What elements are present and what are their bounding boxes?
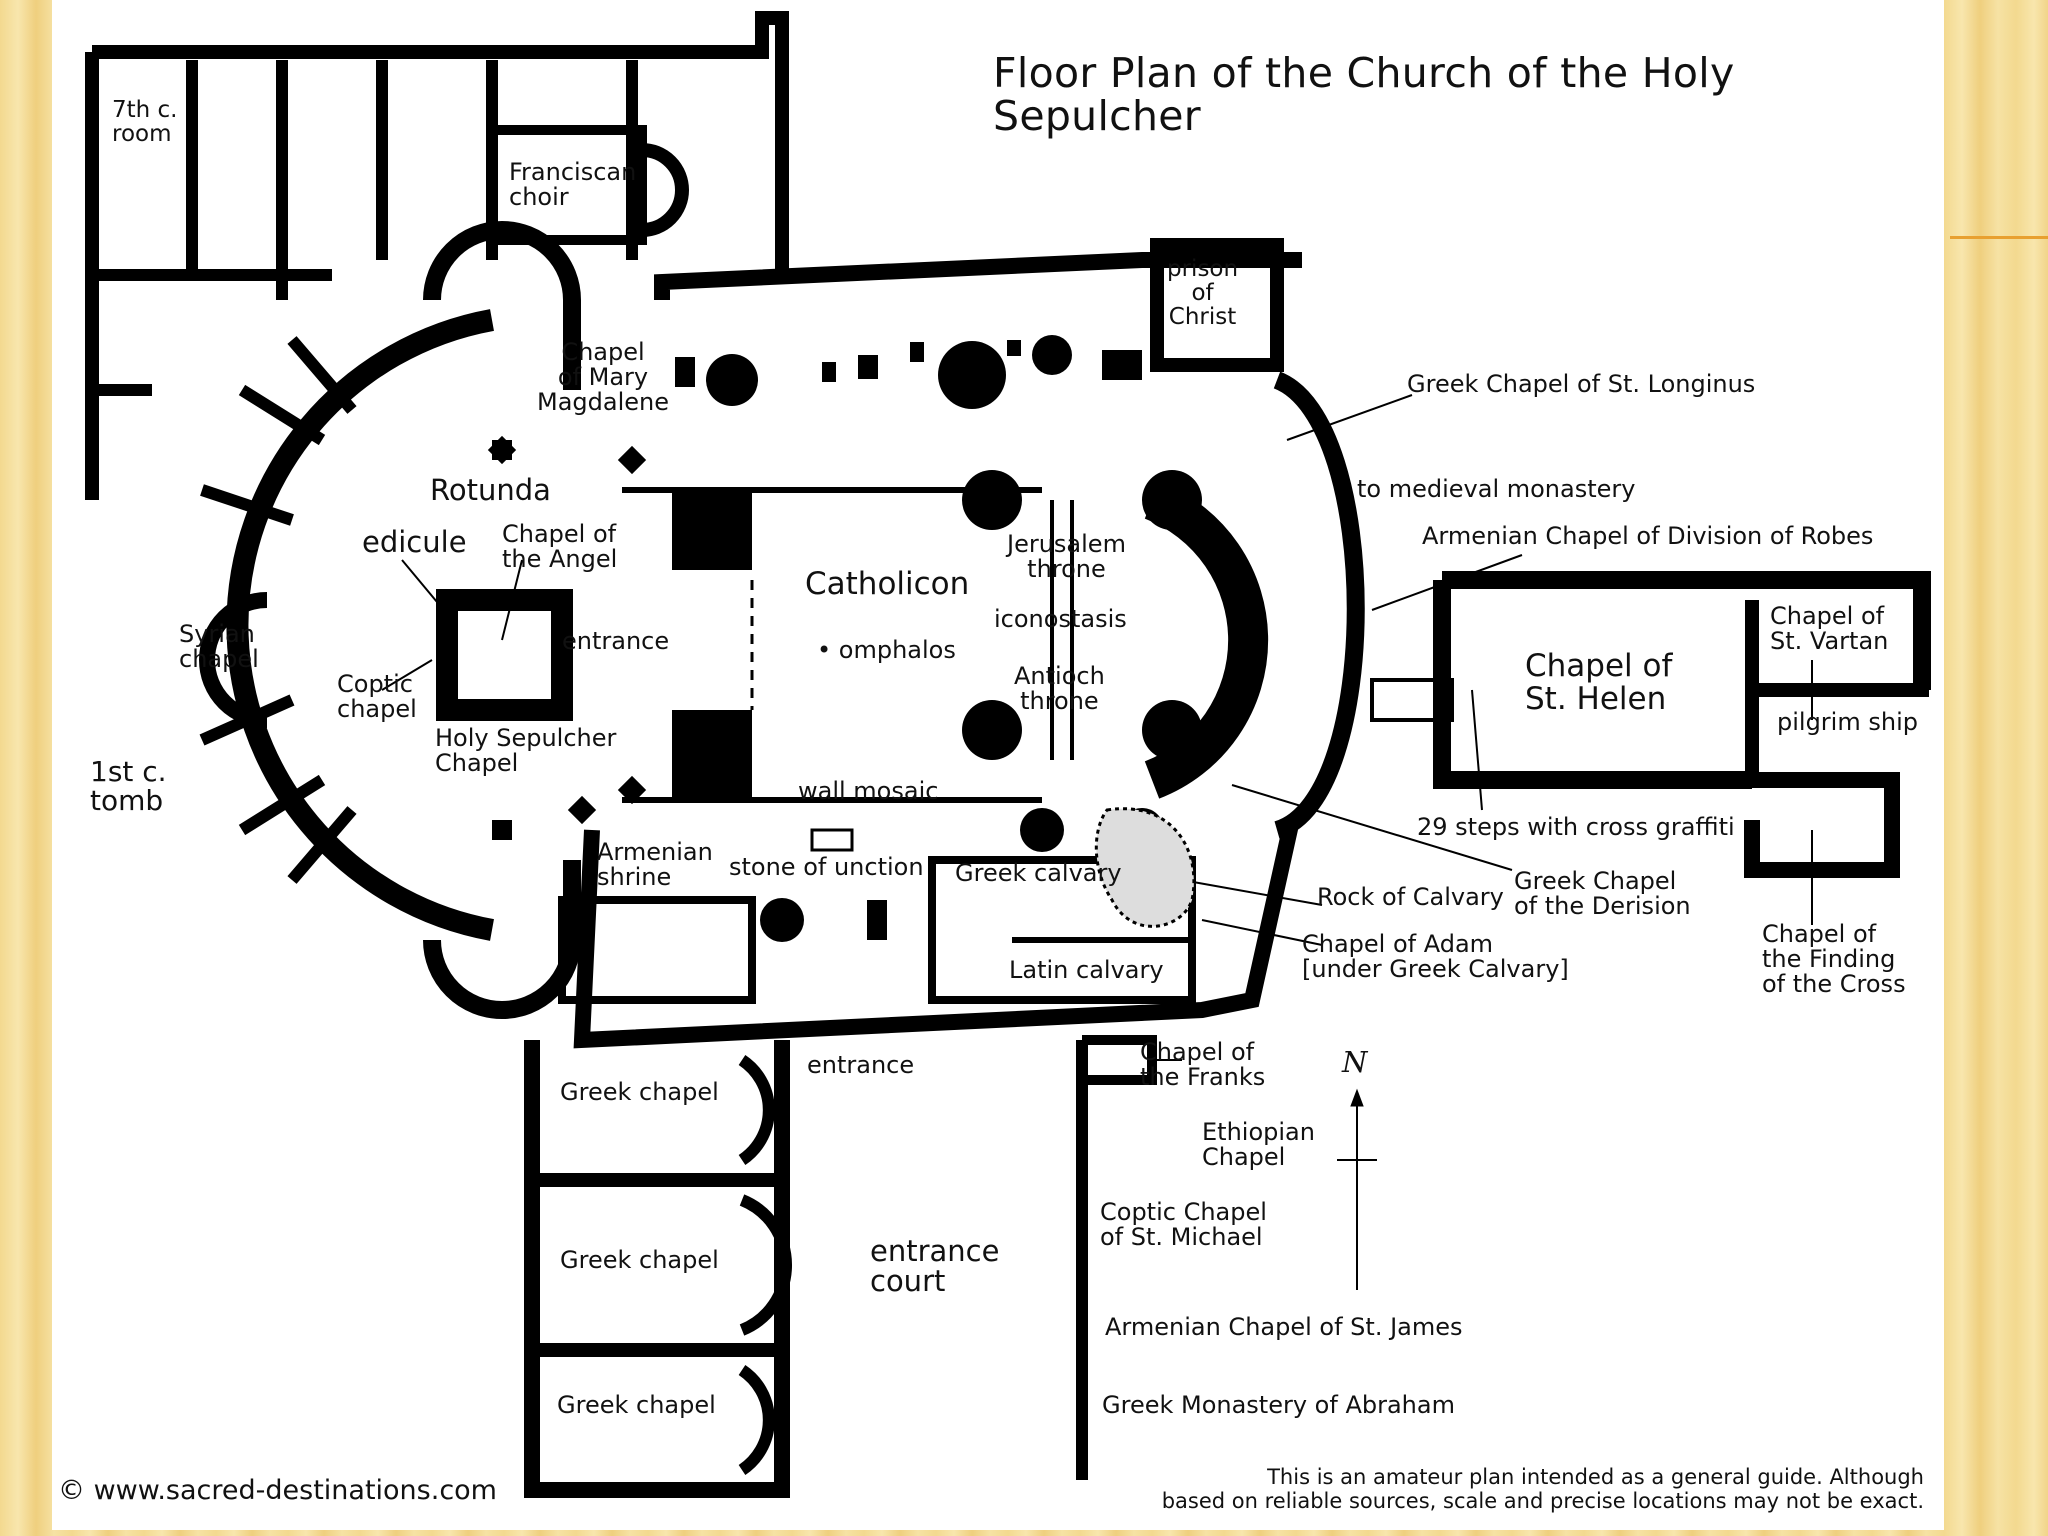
disclaimer-text: This is an amateur plan intended as a ge…: [1161, 1465, 1924, 1514]
rotunda-south-apse: [423, 860, 581, 1019]
label-wall-mosaic: wall mosaic: [798, 777, 939, 805]
label-rotunda: Rotunda: [430, 473, 551, 507]
label-latin-calvary: Latin calvary: [1009, 956, 1164, 984]
label-7th-c-room: 7th c. room: [112, 97, 178, 148]
label-greek-chapel-1: Greek chapel: [560, 1078, 719, 1106]
franciscan-choir-room: [487, 125, 647, 245]
edicule-wall: [436, 589, 573, 721]
latin-calvary-room: [1012, 937, 1195, 1003]
label-pilgrim-ship: pilgrim ship: [1777, 708, 1918, 736]
label-edicule: edicule: [362, 525, 467, 559]
label-29-steps: 29 steps with cross graffiti: [1417, 813, 1735, 841]
label-chapel-finding-cross: Chapel of the Finding of the Cross: [1762, 920, 1906, 999]
label-first-c-tomb: 1st c. tomb: [90, 755, 167, 818]
label-chapel-st-vartan: Chapel of St. Vartan: [1770, 602, 1889, 656]
north-west-block-wall: [92, 11, 789, 280]
label-chapel-st-helen: Chapel of St. Helen: [1525, 648, 1673, 717]
rock-of-calvary-fill: [1094, 807, 1196, 928]
label-chapel-of-franks: Chapel of the Franks: [1140, 1038, 1266, 1092]
slide-accent-rule: [1950, 236, 2048, 239]
label-armenian-shrine: Armenian shrine: [597, 838, 713, 892]
label-iconostasis: iconostasis: [994, 605, 1127, 633]
label-stone-of-unction: stone of unction: [729, 853, 924, 881]
chapel-finding-cross-wall: [1744, 772, 1900, 878]
greek-chapel-dividers: [532, 1173, 782, 1357]
label-prison-of-christ: prison of Christ: [1167, 256, 1239, 331]
plan-title: Floor Plan of the Church of the Holy Sep…: [993, 49, 1735, 141]
label-jerusalem-throne: Jerusalem throne: [1007, 530, 1126, 584]
label-to-medieval-monastery: to medieval monastery: [1357, 475, 1636, 503]
label-ethiopian-chapel: Ethiopian Chapel: [1202, 1118, 1315, 1172]
floor-plan-panel: Floor Plan of the Church of the Holy Sep…: [52, 0, 1944, 1530]
credit-text: © www.sacred-destinations.com: [58, 1475, 497, 1506]
label-armenian-chapel-st-james: Armenian Chapel of St. James: [1105, 1313, 1463, 1341]
label-antioch-throne: Antioch throne: [1014, 662, 1105, 716]
steps-29: [1370, 678, 1454, 722]
label-armenian-chapel-robes: Armenian Chapel of Division of Robes: [1422, 522, 1874, 550]
iconostasis-apse: [1144, 481, 1269, 799]
label-greek-monastery-abraham: Greek Monastery of Abraham: [1102, 1391, 1455, 1419]
label-chapel-mary-magdalene: Chapel of Mary Magdalene: [537, 338, 669, 417]
label-greek-chapel-3: Greek chapel: [557, 1391, 716, 1419]
label-greek-chapel-2: Greek chapel: [560, 1246, 719, 1274]
south-ambulatory-wall: [573, 818, 1300, 1049]
label-entrance-edicule: entrance: [562, 627, 670, 655]
label-entrance-south: entrance: [807, 1051, 915, 1079]
label-franciscan-choir: Franciscan choir: [509, 158, 637, 212]
compass-north-label: N: [1342, 1045, 1368, 1079]
rotunda-north-apse: [423, 221, 581, 390]
rotunda-outer-wall: [226, 309, 494, 941]
label-syrian-chapel: Syrian chapel: [179, 620, 259, 674]
label-greek-calvary: Greek calvary: [955, 859, 1122, 887]
franciscan-apse: [641, 143, 689, 237]
stone-of-unction: [810, 828, 854, 852]
eastern-apse-wall: [1273, 371, 1365, 839]
label-chapel-of-adam: Chapel of Adam [under Greek Calvary]: [1302, 930, 1569, 984]
compass-arrow: [1337, 1088, 1377, 1290]
label-greek-chapel-derision: Greek Chapel of the Derision: [1514, 867, 1691, 921]
label-catholicon: Catholicon: [805, 566, 970, 602]
label-greek-chapel-longinus: Greek Chapel of St. Longinus: [1407, 370, 1756, 398]
floor-plan-drawing: [85, 11, 1931, 1498]
label-entrance-court: entrance court: [870, 1234, 1000, 1299]
leader-lines: [381, 394, 1813, 1061]
label-omphalos: • omphalos: [817, 636, 956, 664]
label-rock-of-calvary: Rock of Calvary: [1317, 883, 1504, 911]
label-coptic-chapel-st-michael: Coptic Chapel of St. Michael: [1100, 1198, 1267, 1252]
greek-chapel-apses: [738, 1055, 793, 1475]
label-chapel-of-angel: Chapel of the Angel: [502, 520, 618, 574]
iconostasis-lines: [1050, 500, 1074, 760]
chapel-st-vartan-wall: [1745, 600, 1929, 697]
prison-of-christ-room: [1150, 238, 1284, 372]
armenian-shrine-room: [558, 896, 756, 1004]
label-holy-sepulcher-chapel: Holy Sepulcher Chapel: [435, 724, 617, 778]
syrian-chapel-apse: [199, 592, 268, 728]
north-ambulatory-wall: [654, 252, 1302, 300]
label-coptic-chapel: Coptic chapel: [337, 670, 417, 724]
